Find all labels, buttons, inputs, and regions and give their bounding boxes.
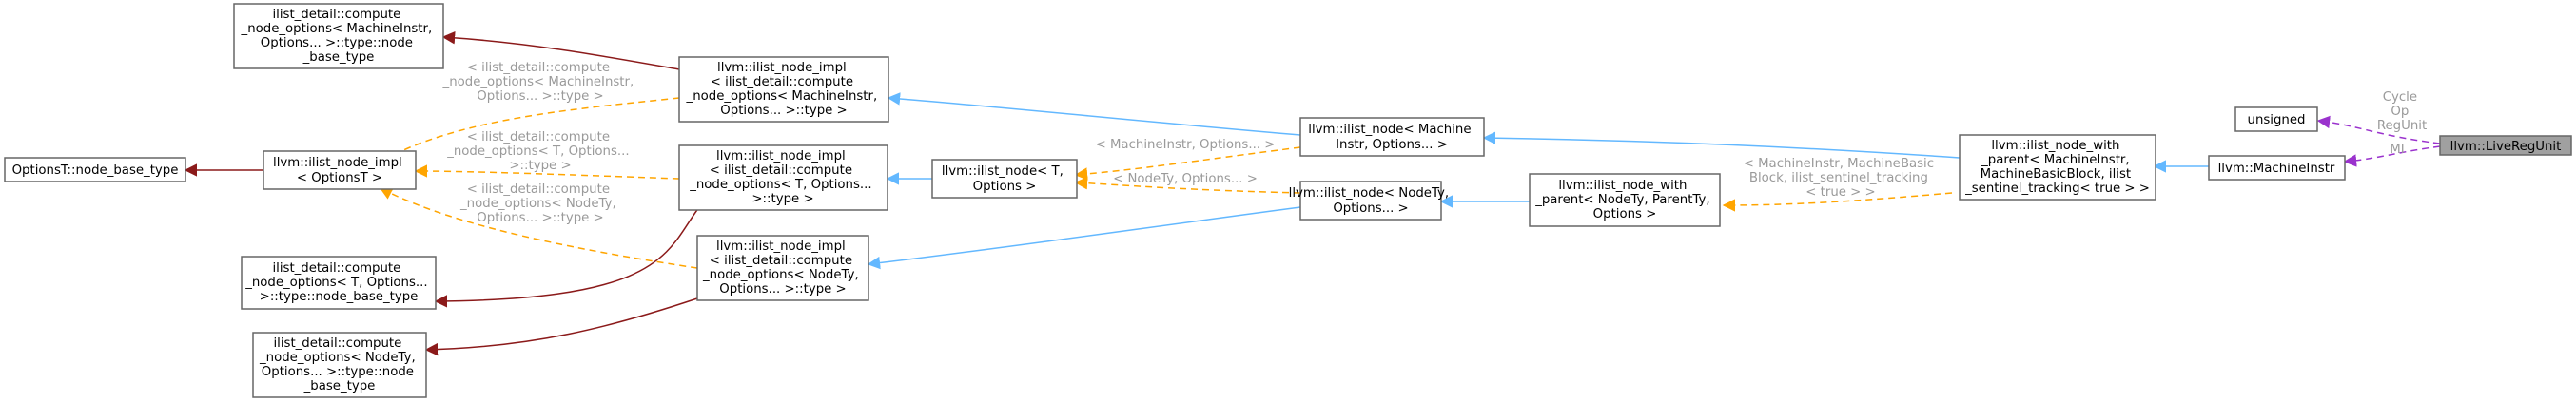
label-mi-mbb-tracking: < MachineInstr, MachineBasic Block, ilis… — [1744, 157, 1939, 200]
edge-unsigned-to-liveregunit — [2316, 115, 2441, 144]
node-options-base-type[interactable]: OptionsT::node_base_type — [4, 157, 186, 182]
edge-optionst-to-implt — [414, 164, 680, 180]
node-machine-instr[interactable]: llvm::MachineInstr — [2208, 155, 2346, 181]
svg-text:unsigned: unsigned — [2248, 113, 2306, 127]
svg-text:OptionsT::node_base_type: OptionsT::node_base_type — [12, 163, 179, 178]
svg-text:llvm::ilist_node_impl <: llvm::ilist_node_impl < ilist_detail::co… — [689, 149, 876, 206]
svg-text:llvm::ilist_node_with _p: llvm::ilist_node_with _parent< NodeTy, P… — [1534, 179, 1714, 221]
edge-implnodety-to-ilistnodenodety — [867, 206, 1301, 270]
node-ilist-node-nodety[interactable]: llvm::ilist_node< NodeTy, Options... > — [1289, 181, 1454, 221]
node-live-reg-unit[interactable]: llvm::LiveRegUnit — [2439, 135, 2572, 156]
svg-text:llvm::MachineInstr: llvm::MachineInstr — [2218, 162, 2335, 176]
node-compute-t-base[interactable]: ilist_detail::compute _node_options< T, … — [241, 256, 437, 310]
label-impl-t-options: < ilist_detail::compute _node_options< T… — [446, 130, 634, 173]
svg-text:llvm::ilist_node_impl <: llvm::ilist_node_impl < OptionsT > — [273, 156, 406, 185]
node-ilist-node-with-parent-nodety[interactable]: llvm::ilist_node_with _parent< NodeTy, P… — [1529, 173, 1721, 227]
svg-text:llvm::ilist_node< NodeTy,: llvm::ilist_node< NodeTy, Options... > — [1289, 186, 1454, 216]
edge-machineinstr-to-liveregunit — [2343, 145, 2441, 167]
node-ilist-node-impl-optionst[interactable]: llvm::ilist_node_impl < OptionsT > — [263, 150, 417, 190]
label-impl-mi-options: < ilist_detail::compute _node_options< M… — [442, 61, 638, 104]
node-compute-mi-base[interactable]: ilist_detail::compute _node_options< Mac… — [233, 3, 444, 69]
svg-text:llvm::ilist_node_impl <: llvm::ilist_node_impl < ilist_detail::co… — [686, 61, 882, 118]
label-nodety-options: < NodeTy, Options... > — [1113, 172, 1258, 186]
edge-ilistnodet-to-ilistnodenodety — [1074, 176, 1301, 194]
node-ilist-node-with-parent-mi[interactable]: llvm::ilist_node_with _parent< MachineIn… — [1959, 134, 2156, 201]
svg-text:ilist_detail::compute _n: ilist_detail::compute _node_options< T, … — [244, 261, 432, 304]
node-ilist-node-impl-nodety[interactable]: llvm::ilist_node_impl < ilist_detail::co… — [696, 235, 869, 301]
svg-text:llvm::ilist_node< Machine: llvm::ilist_node< Machine Instr, Options… — [1308, 123, 1475, 152]
svg-text:llvm::ilist_node_with _p: llvm::ilist_node_with _parent< MachineIn… — [1964, 139, 2150, 196]
node-ilist-node-impl-t[interactable]: llvm::ilist_node_impl < ilist_detail::co… — [678, 144, 888, 211]
svg-text:ilist_detail::compute _n: ilist_detail::compute _node_options< Mac… — [241, 8, 437, 65]
svg-text:llvm::ilist_node_impl <: llvm::ilist_node_impl < ilist_detail::co… — [702, 240, 863, 297]
edge-implmi-to-ilistnodemachine — [887, 92, 1301, 136]
edge-ilistnodemachine-to-ilistwithparent — [1482, 131, 1961, 159]
edge-implnodety-to-computenodetybase — [424, 297, 698, 356]
node-unsigned[interactable]: unsigned — [2234, 106, 2318, 132]
node-ilist-node-impl-mi[interactable]: llvm::ilist_node_impl < ilist_detail::co… — [678, 56, 889, 123]
label-mi: MI — [2390, 143, 2404, 157]
label-impl-nodety-options: < ilist_detail::compute _node_options< N… — [459, 182, 620, 225]
edge-ilistnodet-to-ilistnodemachine — [1074, 146, 1301, 181]
svg-text:ilist_detail::compute _n: ilist_detail::compute _node_options< Nod… — [259, 336, 420, 393]
edge-implmi-to-computemibase — [441, 31, 680, 70]
edge-optionst-to-implnodety — [379, 187, 698, 269]
label-mi-options: < MachineInstr, Options... > — [1096, 138, 1276, 152]
node-compute-nodety-base[interactable]: ilist_detail::compute _node_options< Nod… — [252, 332, 427, 398]
node-ilist-node-t[interactable]: llvm::ilist_node< T, Options > — [931, 159, 1078, 199]
svg-text:llvm::ilist_node< T, Opt: llvm::ilist_node< T, Options > — [942, 164, 1067, 194]
label-cycle-op-regunit: Cycle Op RegUnit — [2377, 90, 2427, 133]
node-ilist-node-machine[interactable]: llvm::ilist_node< Machine Instr, Options… — [1299, 117, 1485, 157]
svg-text:llvm::LiveRegUnit: llvm::LiveRegUnit — [2450, 140, 2562, 154]
edge-withparentnodety-to-ilistwithparent — [1722, 192, 1953, 212]
edge-implt-to-computetbase — [434, 206, 700, 308]
edge-optionst-to-implmi — [379, 97, 680, 163]
